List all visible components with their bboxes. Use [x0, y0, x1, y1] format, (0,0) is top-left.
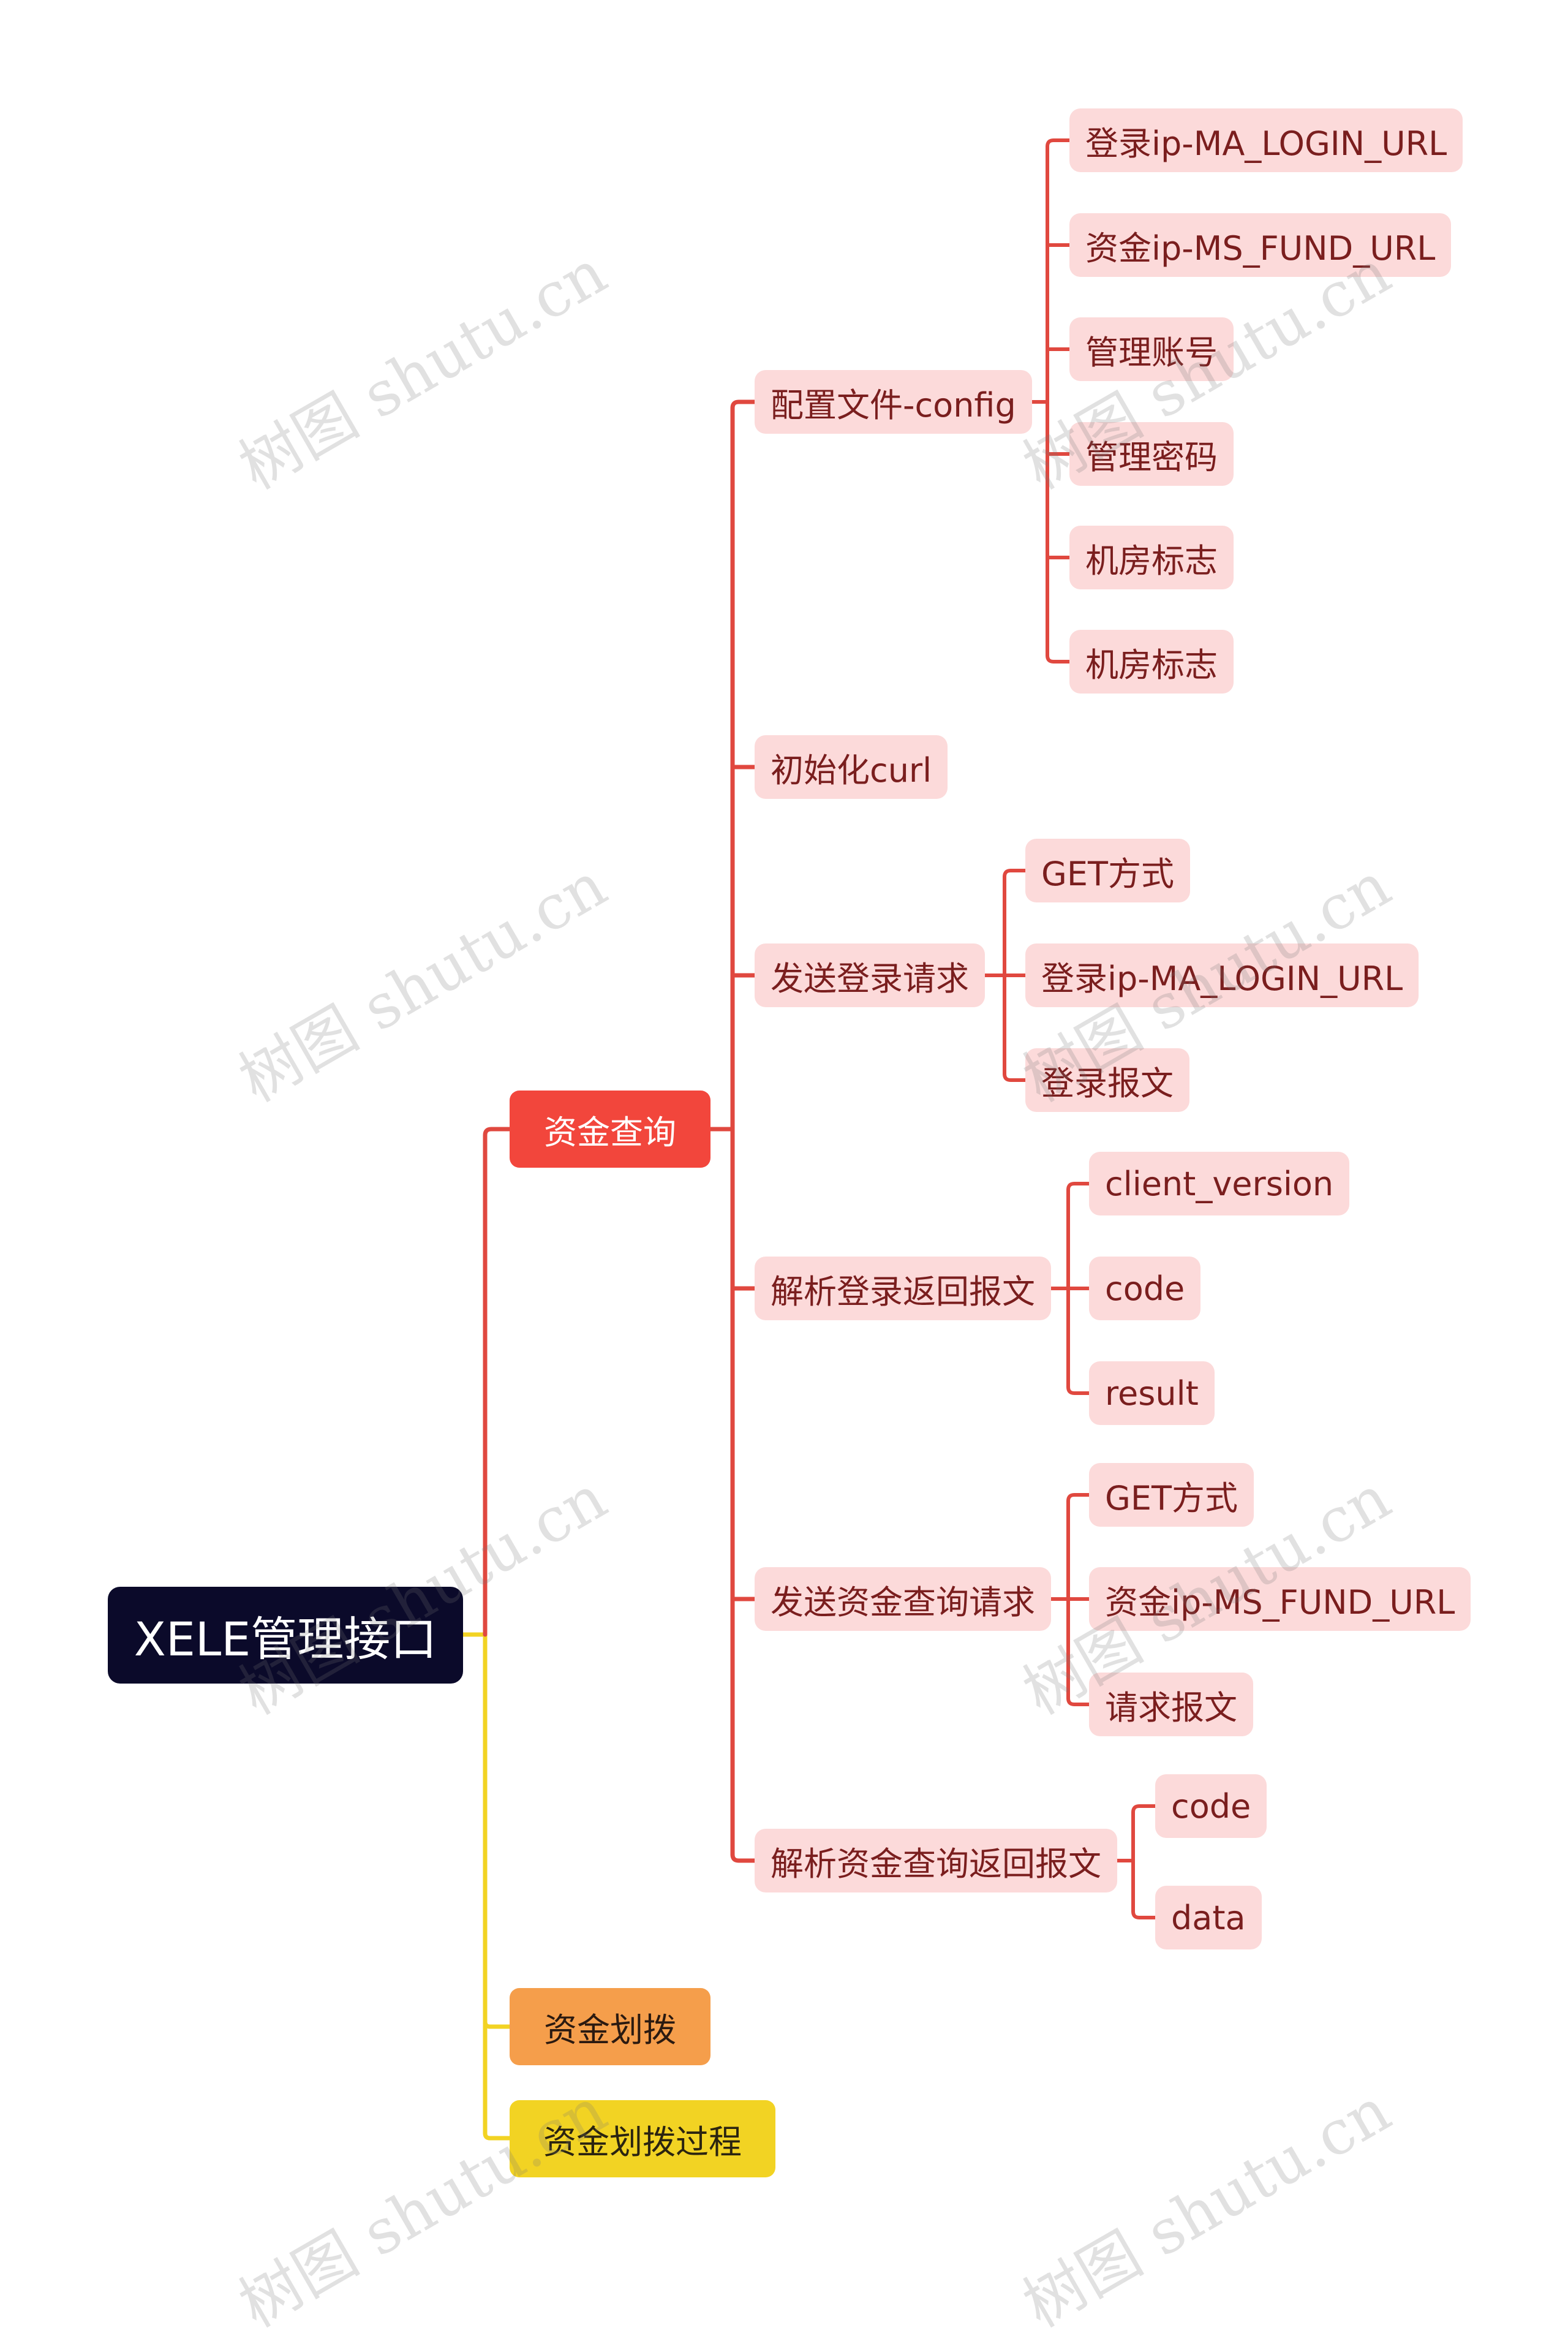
fund-req-item[interactable]: GET方式 — [1089, 1463, 1254, 1527]
branch-fund-transfer[interactable]: 资金划拨 — [510, 1988, 710, 2065]
link-query-spine — [708, 406, 735, 1857]
parse-fund-item[interactable]: code — [1155, 1774, 1267, 1838]
node-init-curl[interactable]: 初始化curl — [755, 735, 948, 799]
fund-req-item[interactable]: 请求报文 — [1089, 1673, 1253, 1736]
node-parse-login[interactable]: 解析登录返回报文 — [755, 1257, 1051, 1320]
branch-fund-query[interactable]: 资金查询 — [510, 1091, 710, 1168]
login-item[interactable]: 登录ip-MA_LOGIN_URL — [1025, 943, 1419, 1007]
login-item[interactable]: GET方式 — [1025, 839, 1190, 902]
parse-fund-item[interactable]: data — [1155, 1886, 1262, 1949]
link-root-trunk — [461, 1632, 512, 2141]
config-item[interactable]: 管理账号 — [1069, 317, 1234, 381]
parse-login-item[interactable]: result — [1089, 1361, 1215, 1425]
fund-req-item[interactable]: 资金ip-MS_FUND_URL — [1089, 1567, 1471, 1631]
node-config[interactable]: 配置文件-config — [755, 370, 1032, 434]
config-item[interactable]: 管理密码 — [1069, 422, 1234, 486]
node-parse-fund[interactable]: 解析资金查询返回报文 — [755, 1829, 1117, 1892]
node-send-login[interactable]: 发送登录请求 — [755, 943, 985, 1007]
mindmap-canvas: XELE管理接口 资金查询 资金划拨 资金划拨过程 配置文件-config 初始… — [108, 108, 1471, 2341]
link-root-transfer — [483, 2019, 512, 2029]
config-item[interactable]: 资金ip-MS_FUND_URL — [1069, 213, 1452, 277]
login-item[interactable]: 登录报文 — [1025, 1048, 1189, 1112]
link-root-query — [483, 1127, 512, 1637]
parse-login-item[interactable]: client_version — [1089, 1152, 1350, 1215]
node-send-fund-query[interactable]: 发送资金查询请求 — [755, 1567, 1051, 1631]
connector-lines — [461, 138, 1157, 2141]
parse-login-item[interactable]: code — [1089, 1257, 1201, 1320]
config-item[interactable]: 登录ip-MA_LOGIN_URL — [1069, 108, 1463, 172]
config-item[interactable]: 机房标志 — [1069, 630, 1234, 694]
branch-fund-transfer-process[interactable]: 资金划拨过程 — [510, 2100, 775, 2177]
root-node[interactable]: XELE管理接口 — [108, 1587, 463, 1684]
config-item[interactable]: 机房标志 — [1069, 526, 1234, 589]
